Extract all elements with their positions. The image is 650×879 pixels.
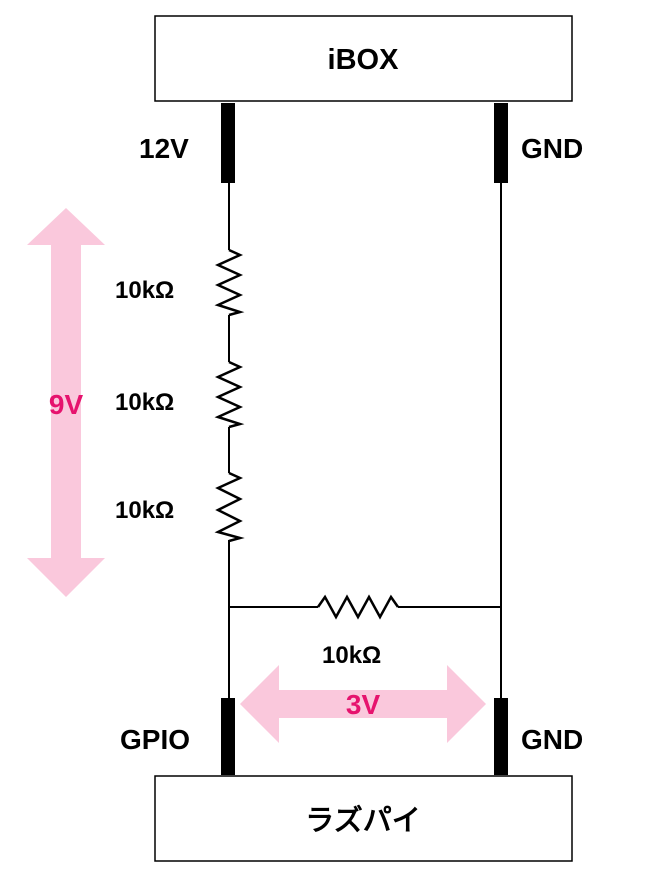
ibox-label: iBOX [328, 44, 400, 76]
ibox-box-frame [154, 15, 573, 102]
resistor-2 [214, 360, 245, 429]
ibox-box: iBOX [154, 15, 573, 102]
voltage-label-9v: 9V [49, 389, 84, 420]
resistor-2-label: 10kΩ [115, 389, 174, 416]
terminal-pi-gnd [494, 698, 508, 775]
raspberry-pi-label: ラズパイ [305, 803, 420, 837]
raspberry-pi-box-frame [154, 775, 573, 862]
pin-label-gpio: GPIO [120, 724, 190, 755]
resistor-4 [316, 594, 400, 620]
pin-label-ibox-gnd: GND [521, 133, 583, 164]
terminal-ibox-gnd [494, 103, 508, 183]
terminal-gpio [221, 698, 235, 775]
resistor-4-label: 10kΩ [322, 642, 381, 669]
resistor-3 [214, 471, 245, 543]
pin-label-pi-gnd: GND [521, 724, 583, 755]
voltage-arrow-9v [27, 208, 105, 597]
raspberry-pi-box: ラズパイ [154, 775, 573, 862]
resistor-1-label: 10kΩ [115, 277, 174, 304]
resistor-3-label: 10kΩ [115, 497, 174, 524]
voltage-arrow-3v [240, 665, 486, 743]
resistor-1 [214, 248, 245, 317]
pin-label-12v: 12V [139, 133, 189, 164]
terminal-12v [221, 103, 235, 183]
voltage-label-3v: 3V [346, 689, 381, 720]
